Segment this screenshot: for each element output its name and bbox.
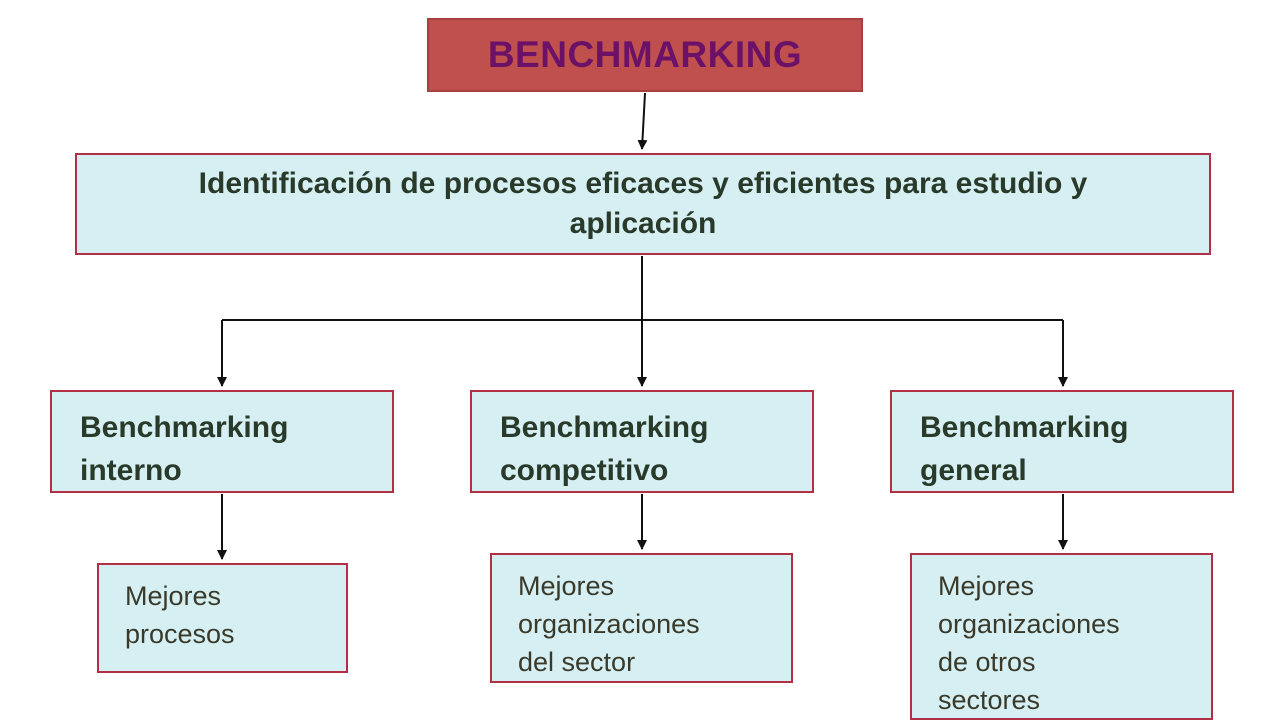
type-box-interno: Benchmarking interno <box>50 390 394 493</box>
result-text-interno: Mejores procesos <box>125 581 235 649</box>
type-box-general: Benchmarking general <box>890 390 1234 493</box>
type-label-interno: Benchmarking interno <box>80 411 289 487</box>
type-box-competitivo: Benchmarking competitivo <box>470 390 814 493</box>
result-box-interno: Mejores procesos <box>97 563 348 673</box>
result-box-competitivo: Mejores organizaciones del sector <box>490 553 793 683</box>
type-label-general: Benchmarking general <box>920 411 1129 487</box>
main-process-text: Identificación de procesos eficaces y ef… <box>198 167 1088 240</box>
result-box-general: Mejores organizaciones de otros sectores <box>910 553 1213 720</box>
arrow-title-to-main <box>637 92 648 150</box>
result-text-competitivo: Mejores organizaciones del sector <box>518 571 700 677</box>
type-label-competitivo: Benchmarking competitivo <box>500 411 709 487</box>
result-text-general: Mejores organizaciones de otros sectores <box>938 571 1120 715</box>
title-box: BENCHMARKING <box>427 18 863 92</box>
diagram-title: BENCHMARKING <box>487 34 803 75</box>
main-process-box: Identificación de procesos eficaces y ef… <box>75 153 1211 255</box>
